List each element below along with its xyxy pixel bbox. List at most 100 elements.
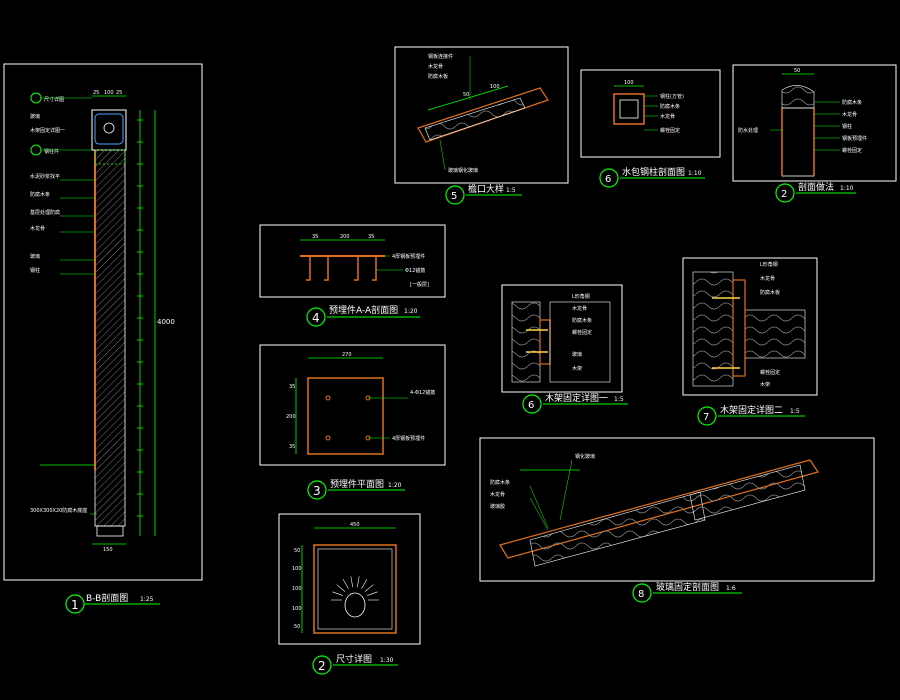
embed-bar-1 (306, 256, 311, 281)
title-scale-2: 1:30 (380, 657, 394, 664)
title-scale-3: 1:20 (388, 482, 402, 489)
wood2-note-1: L形角钢 (760, 261, 778, 268)
title-label-5: 檐口大样 (468, 183, 504, 195)
lamp-ray (332, 591, 343, 596)
wood2-block-right (744, 309, 806, 359)
wood1-panel (549, 301, 611, 383)
frame-wood-2 (682, 257, 818, 396)
plan-dim-s3: 35 (289, 444, 295, 450)
note-2: 防腐木条 (30, 191, 50, 198)
embed-bar-2 (324, 256, 329, 281)
callout-a: 尺寸详图 (44, 96, 64, 103)
embed-dim-c: 35 (368, 234, 374, 240)
title-scale-9: 1:5 (790, 408, 800, 415)
drawing-dimension-detail: 450 50 100 100 100 50 (278, 513, 421, 645)
lamp-ray (350, 576, 354, 588)
plan-note-2: 4厚钢板预埋件 (392, 435, 425, 442)
column-hatch (94, 149, 126, 527)
title-num-9: 7 (703, 412, 709, 423)
drawing-embed-section: 35 200 35 4厚钢板预埋件 Φ12锚筋 [一般层] (259, 224, 446, 298)
method-note-6: 防水处理 (738, 127, 758, 134)
dim-top-a: 25 (93, 90, 99, 96)
title-label-2: 尺寸详图 (336, 653, 372, 665)
title-num-10: 8 (638, 589, 644, 600)
title-block-8: 6 木架固定详图一 1:5 (522, 392, 628, 414)
glass-pane (499, 459, 819, 559)
wood1-note-2: 木龙骨 (572, 305, 587, 312)
embed-dim-b: 200 (340, 234, 350, 240)
note-3: 基层处理防腐 (30, 209, 60, 216)
plan-dim-s2: 200 (286, 414, 296, 420)
drawing-wood-frame-2: L形角钢 木龙骨 防腐木板 螺栓固定 木架 (682, 257, 818, 396)
eaves-note-3: 防腐木板 (428, 73, 448, 80)
title-scale-6: 1:10 (688, 170, 702, 177)
detail-dim-top: 450 (350, 522, 360, 528)
callout-b: 玻璃 (30, 113, 40, 120)
frame-glass-fixing (479, 437, 875, 582)
drawing-glass-fixing: 钢化玻璃 防腐木条 木龙骨 玻璃胶 (479, 437, 875, 582)
title-block-5: 5 檐口大样 1:5 (445, 183, 522, 205)
wood2-angle (732, 279, 746, 377)
embed-note-1: 4厚钢板预埋件 (392, 253, 425, 260)
note-4: 木龙骨 (30, 225, 45, 232)
wood1-note-1: L形角钢 (572, 293, 590, 300)
callout-circle-b (30, 144, 42, 156)
plan-dim-s1: 35 (289, 384, 295, 390)
frame-eaves (394, 46, 569, 184)
frame-wood-1 (501, 284, 623, 393)
detail-dim-s4: 100 (292, 606, 302, 612)
title-label-3: 预埋件平面图 (330, 478, 384, 490)
glass-timber-1 (529, 491, 706, 567)
embed-note-3: [一般层] (410, 281, 429, 288)
note-6: 钢柱 (30, 267, 40, 274)
method-note-1: 防腐木条 (842, 99, 862, 106)
title-label-10: 玻璃固定剖面图 (656, 581, 719, 593)
wood2-note-4: 螺栓固定 (760, 369, 780, 376)
method-note-3: 钢柱 (842, 123, 852, 130)
note-5: 玻璃 (30, 253, 40, 260)
steel-note-1: 钢柱(方管) (660, 93, 684, 100)
glass-note-4: 玻璃胶 (490, 503, 505, 510)
method-note-2: 木龙骨 (842, 111, 857, 118)
cap-highlight (94, 113, 124, 145)
title-num-8: 6 (528, 400, 534, 411)
lamp-shape (344, 592, 366, 618)
dim-bottom: 150 (103, 547, 113, 553)
title-block-2: 2 尺寸详图 1:30 (312, 653, 398, 675)
title-block-3: 3 预埋件平面图 1:20 (307, 478, 405, 500)
steel-note-3: 木龙骨 (660, 113, 675, 120)
eaves-note-4: 玻璃钢化玻璃 (448, 167, 478, 174)
column-base (96, 525, 124, 537)
title-label-4: 预埋件A-A剖面图 (329, 304, 398, 316)
wood1-note-4: 螺栓固定 (572, 329, 592, 336)
drawing-wood-frame-1: L形角钢 木龙骨 防腐木条 螺栓固定 玻璃 木架 (501, 284, 623, 393)
steel-note-4: 螺栓固定 (660, 127, 680, 134)
lamp-ray (361, 579, 368, 589)
dim-ticks (137, 119, 143, 517)
steel-tube-inner (619, 99, 639, 119)
title-scale-8: 1:5 (614, 396, 624, 403)
wood1-note-6: 木架 (572, 365, 582, 372)
drawing-embed-plan: 270 35 200 35 4-Φ12锚筋 4厚钢板预埋件 (259, 344, 446, 466)
title-scale-10: 1:6 (726, 585, 736, 592)
dim-total: 4000 (157, 318, 175, 326)
title-num-4: 4 (312, 311, 320, 325)
title-label-6: 水包钢柱剖面图 (622, 166, 685, 178)
detail-dim-s5: 50 (294, 624, 300, 630)
embed-note-2: Φ12锚筋 (405, 267, 425, 274)
anchor-hole-3 (325, 435, 331, 441)
title-num-6: 6 (605, 174, 611, 185)
note-1: 水泥砂浆找平 (30, 173, 60, 180)
steel-tube-outer (613, 93, 645, 125)
lamp-ray (342, 579, 349, 589)
steel-note-2: 防腐木条 (660, 103, 680, 110)
method-note-5: 螺栓固定 (842, 147, 862, 154)
lamp-ray (367, 591, 378, 596)
callout-d: 钢柱件 (44, 148, 59, 155)
title-num-1: 1 (71, 598, 79, 612)
title-block-6: 6 水包钢柱剖面图 1:10 (599, 166, 705, 188)
title-scale-5: 1:5 (506, 187, 516, 194)
title-label-7: 剖面做法 (798, 181, 834, 193)
frame-dimension-detail (278, 513, 421, 645)
drawing-bb-section: 4000 25 100 25 150 尺寸详图 玻璃 木架固定详图一 钢柱件 水… (3, 63, 203, 581)
